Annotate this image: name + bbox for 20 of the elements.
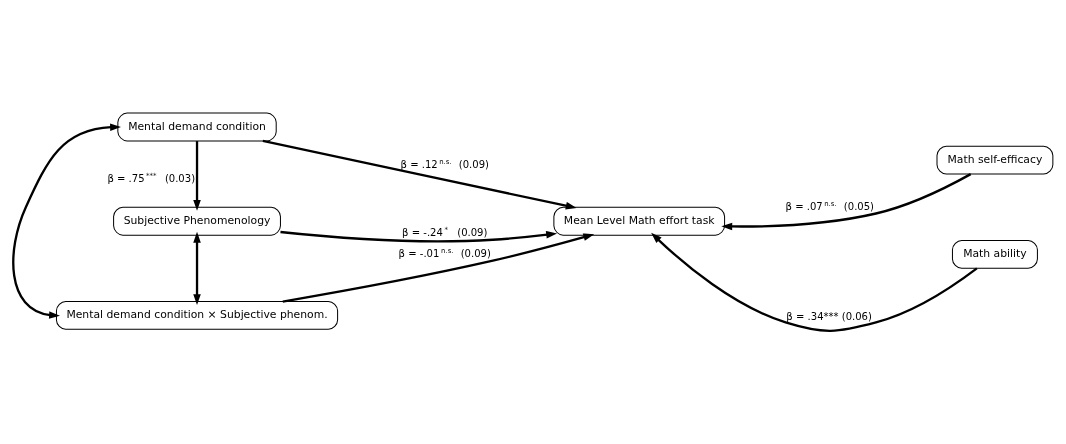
node-box: Subjective Phenomenology xyxy=(113,206,281,236)
node-box: Math self-efficacy xyxy=(936,145,1054,175)
arrow xyxy=(262,139,577,210)
edge-label: β = .12$^{n.s.}$ (0.09) xyxy=(400,158,489,171)
edge-label: β = -.01$^{n.s.}$ (0.09) xyxy=(398,247,491,260)
edge-label: β = .34*** (0.06) xyxy=(786,310,872,322)
arrow xyxy=(193,231,201,305)
node-box: Math ability xyxy=(951,240,1038,269)
arrow xyxy=(282,233,595,303)
node-box: Mental demand condition × Subjective phenom. xyxy=(55,301,339,330)
node-box: Mean Level Math effort task xyxy=(553,206,726,236)
edge-label: β = -.24$^{*}$ (0.09) xyxy=(402,226,488,239)
arrow xyxy=(193,141,201,211)
edge-label: β = .07$^{n.s.}$ (0.05) xyxy=(785,199,874,212)
arrow xyxy=(651,232,978,332)
edge-label: β = .75$^{***}$ (0.03) xyxy=(107,171,196,184)
arrow xyxy=(721,173,972,231)
node-box: Mental demand condition xyxy=(117,112,277,142)
arrow xyxy=(280,230,558,243)
arrow xyxy=(12,123,121,319)
